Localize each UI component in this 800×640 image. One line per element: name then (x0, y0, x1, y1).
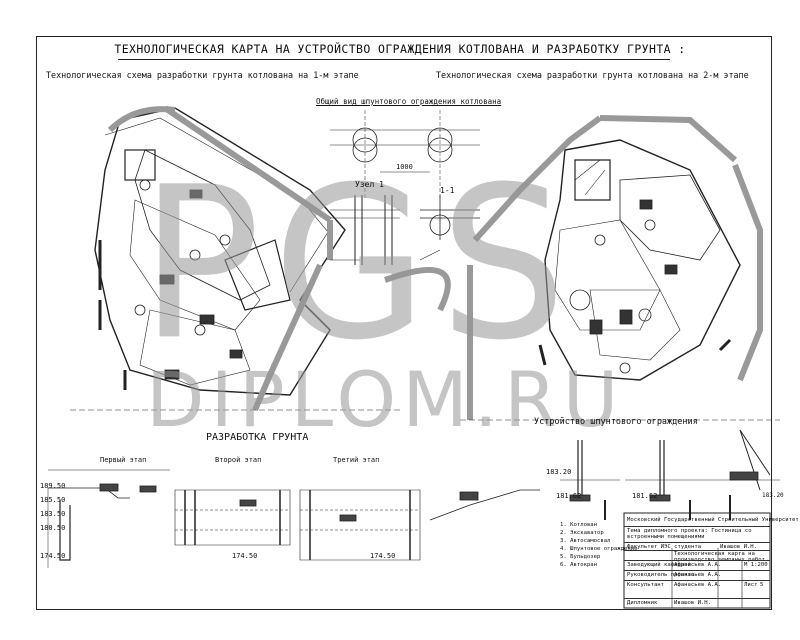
dimension-label: 1000 (396, 163, 413, 171)
stamp-consultant-name: Афанасьев А.А. (674, 582, 722, 588)
legend-item: 4. Шпунтовое ограждение (560, 546, 638, 552)
section-label: 1-1 (440, 186, 455, 195)
legend-item: 5. Бульдозер (560, 554, 601, 560)
drawing-frame (36, 36, 772, 610)
level-label: 183.20 (546, 468, 572, 476)
legend: 1. Котлован 2. Экскаватор 3. Автосамосва… (560, 521, 637, 569)
stamp-head-name: Афанасьев А.А. (674, 562, 722, 568)
stamp-consultant: Консультант (627, 582, 665, 588)
stamp-topic: Тема дипломного проекта: Гостиница со вс… (627, 528, 752, 540)
stage2-pit-plan (460, 115, 780, 421)
stage1-pit-plan (70, 105, 400, 412)
stamp-supervisor-name: Афанасьев А.А. (674, 572, 722, 578)
legend-item: 2. Экскаватор (560, 530, 604, 536)
stamp-head: Заведующий кафедрой (627, 562, 691, 568)
stamp-diploma: Дипломник (627, 600, 658, 606)
stamp-supervisor: Руководитель проекта (627, 572, 695, 578)
tier3-label: Третий этап (333, 456, 380, 464)
stamp-sheet-number: 5 (760, 582, 764, 588)
node-label: Узел 1 (355, 180, 384, 189)
sheet-pile-details (330, 110, 480, 312)
level-label: 183.20 (762, 492, 784, 499)
stamp-faculty: Факультет ИЭС студента (627, 544, 702, 550)
stage2-subtitle: Технологическая схема разработки грунта … (436, 70, 749, 80)
stamp-university: Московский Государственный Строительный … (627, 517, 799, 523)
drawing-title: ТЕХНОЛОГИЧЕСКАЯ КАРТА НА УСТРОЙСТВО ОГРА… (0, 42, 800, 60)
title-block: Московский Государственный Строительный … (624, 513, 799, 608)
stamp-diploma-name: Ивашов И.Н. (674, 600, 712, 606)
stamp-subject: Технологическая карта на производство зе… (674, 551, 765, 563)
level-label: 189.50 (40, 482, 66, 490)
level-label: 174.50 (370, 552, 396, 560)
legend-item: 6. Автокран (560, 562, 598, 568)
sheet-pile-installation (560, 429, 780, 520)
level-label: 180.50 (40, 524, 66, 532)
level-label: 181.62 (556, 492, 582, 500)
stamp-scale: М 1:200 (744, 562, 768, 568)
level-label: 174.50 (40, 552, 66, 560)
stage1-subtitle: Технологическая схема разработки грунта … (46, 70, 359, 80)
level-label: 181.62 (632, 492, 658, 500)
stamp-sheet-label: Лист (744, 582, 758, 588)
legend-item: 3. Автосамосвал (560, 538, 611, 544)
tier1-label: Первый этап (100, 456, 147, 464)
legend-item: 1. Котлован (560, 522, 598, 528)
watermark-small: DIPLOM.RU (146, 355, 625, 444)
level-label: 183.50 (40, 510, 66, 518)
level-label: 174.50 (232, 552, 258, 560)
excavation-profiles (47, 469, 540, 568)
sheet-pile-heading: Устройство шпунтового ограждения (534, 417, 698, 427)
level-label: 185.50 (40, 496, 66, 504)
tier2-label: Второй этап (215, 456, 262, 464)
general-view-label: Общий вид шпунтового ограждения котлован… (316, 97, 502, 106)
watermark-big: PGS (140, 142, 579, 387)
excavation-heading: РАЗРАБОТКА ГРУНТА (206, 432, 309, 443)
stamp-student-name: Ивашов И.Н. (720, 544, 758, 550)
